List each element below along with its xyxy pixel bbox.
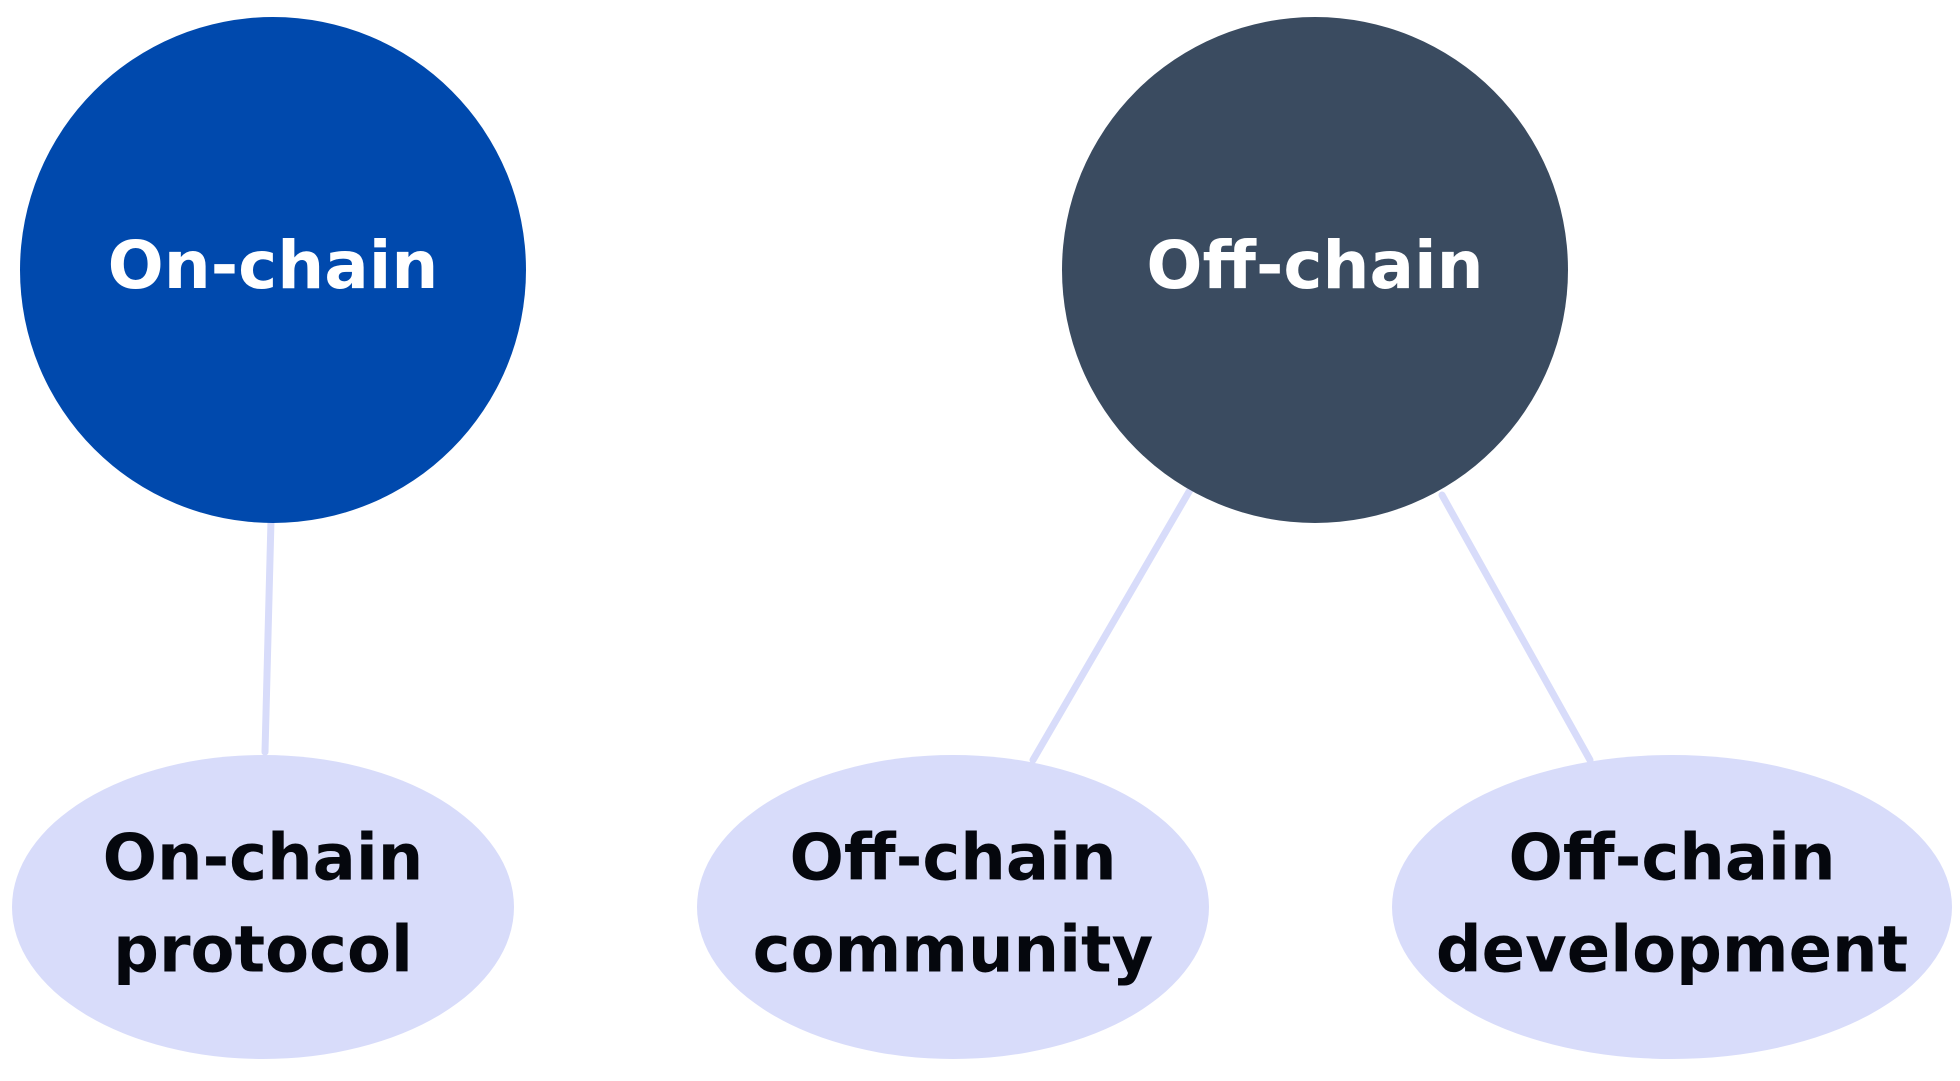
node-on-chain-protocol: On-chain protocol [12, 755, 514, 1059]
on-chain-label: On-chain [108, 227, 439, 304]
off-chain-community-label-line1: Off-chain [790, 822, 1117, 896]
node-off-chain-development: Off-chain development [1392, 755, 1952, 1059]
off-chain-label: Off-chain [1146, 227, 1483, 304]
node-off-chain: Off-chain [1062, 17, 1568, 523]
on-chain-protocol-ellipse [12, 755, 514, 1059]
off-chain-development-label-line1: Off-chain [1509, 822, 1836, 896]
off-chain-community-ellipse [697, 755, 1209, 1059]
node-off-chain-community: Off-chain community [697, 755, 1209, 1059]
node-on-chain: On-chain [20, 17, 526, 523]
on-chain-protocol-label-line1: On-chain [103, 822, 424, 896]
connector-off-chain-to-development [1438, 491, 1594, 764]
on-chain-circle [20, 17, 526, 523]
connector-on-chain-to-protocol [261, 516, 275, 756]
off-chain-circle [1062, 17, 1568, 523]
connector-off-chain-to-community [1029, 486, 1194, 764]
off-chain-community-label-line2: community [753, 914, 1154, 988]
off-chain-development-label-line2: development [1436, 914, 1908, 988]
off-chain-development-ellipse [1392, 755, 1952, 1059]
on-chain-protocol-label-line2: protocol [113, 914, 413, 988]
